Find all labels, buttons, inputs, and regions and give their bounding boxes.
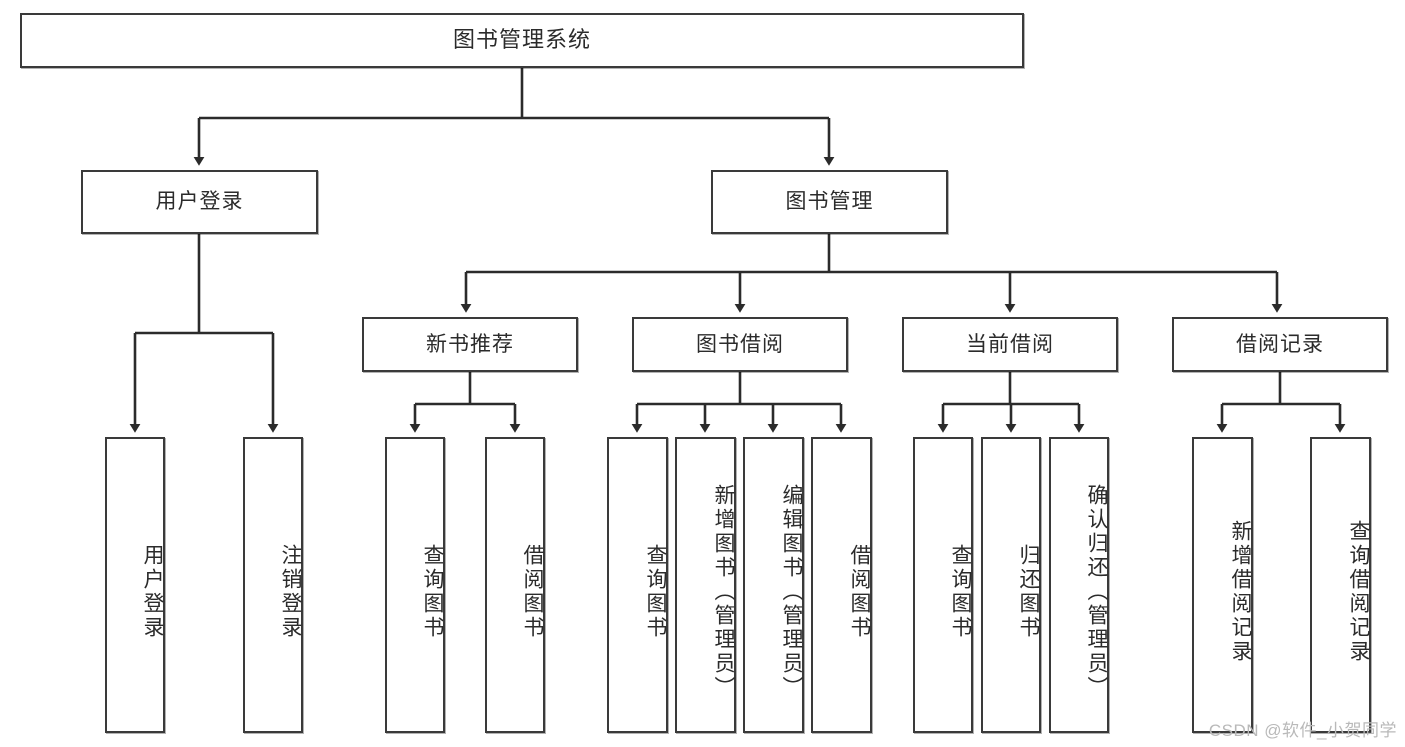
node-leaf-borrow-book-rec[interactable]: 借阅图书 <box>485 437 545 733</box>
node-label: 查询图书 <box>421 544 444 640</box>
node-leaf-add-borrow-record[interactable]: 新增借阅记录 <box>1192 437 1253 733</box>
node-label: 查询图书 <box>949 544 972 640</box>
node-leaf-query-borrow-record[interactable]: 查询借阅记录 <box>1310 437 1371 733</box>
node-label: 查询借阅记录 <box>1347 520 1370 664</box>
node-book-manage[interactable]: 图书管理 <box>711 170 948 234</box>
node-label: 查询图书 <box>644 544 667 640</box>
node-root-system[interactable]: 图书管理系统 <box>20 13 1024 68</box>
node-user-login[interactable]: 用户登录 <box>81 170 318 234</box>
node-label: 借阅图书 <box>521 544 544 640</box>
node-label: 新书推荐 <box>426 332 514 356</box>
node-label: 编辑图书（管理员） <box>780 484 803 700</box>
node-current-borrow[interactable]: 当前借阅 <box>902 317 1118 372</box>
watermark-text: CSDN @软件_小贺同学 <box>1208 721 1397 740</box>
node-label: 确认归还（管理员） <box>1085 484 1108 700</box>
node-label: 图书管理 <box>785 190 874 214</box>
node-leaf-add-book-admin[interactable]: 新增图书（管理员） <box>675 437 736 733</box>
node-leaf-query-book[interactable]: 查询图书 <box>607 437 668 733</box>
node-label: 借阅图书 <box>848 544 871 640</box>
node-label: 用户登录 <box>155 190 244 214</box>
node-leaf-query-book-cur[interactable]: 查询图书 <box>913 437 973 733</box>
node-label: 图书借阅 <box>696 332 784 356</box>
node-label: 图书管理系统 <box>452 27 591 53</box>
node-leaf-borrow-book[interactable]: 借阅图书 <box>811 437 872 733</box>
node-label: 当前借阅 <box>966 332 1054 356</box>
node-leaf-user-login[interactable]: 用户登录 <box>105 437 165 733</box>
node-leaf-return-book[interactable]: 归还图书 <box>981 437 1041 733</box>
node-label: 新增图书（管理员） <box>712 484 735 700</box>
node-leaf-edit-book-admin[interactable]: 编辑图书（管理员） <box>743 437 804 733</box>
node-leaf-query-book-rec[interactable]: 查询图书 <box>385 437 445 733</box>
node-label: 归还图书 <box>1017 544 1040 640</box>
node-label: 注销登录 <box>279 544 302 640</box>
node-borrow-record[interactable]: 借阅记录 <box>1172 317 1388 372</box>
node-leaf-confirm-return[interactable]: 确认归还（管理员） <box>1049 437 1109 733</box>
node-leaf-logout[interactable]: 注销登录 <box>243 437 303 733</box>
node-label: 新增借阅记录 <box>1229 520 1252 664</box>
node-book-borrow[interactable]: 图书借阅 <box>632 317 848 372</box>
node-new-book-rec[interactable]: 新书推荐 <box>362 317 578 372</box>
node-label: 借阅记录 <box>1236 332 1324 356</box>
node-label: 用户登录 <box>141 544 164 640</box>
